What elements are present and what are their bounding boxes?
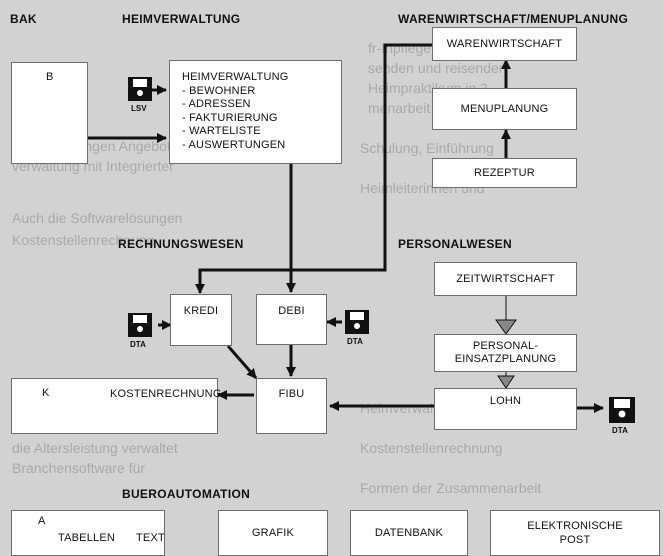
dta-kredi-label: DTA <box>130 340 146 349</box>
bueroautomation-corner-label: A <box>38 515 46 527</box>
heimverwaltung-content: HEIMVERWALTUNG - BEWOHNER - ADRESSEN - F… <box>182 71 289 153</box>
warenwirtschaft-label: WARENWIRTSCHAFT <box>446 38 563 50</box>
fibu-box: FIBU <box>256 378 327 434</box>
personaleinsatzplanung-box: PERSONAL- EINSATZPLANUNG <box>434 334 577 372</box>
dta-debi-label: DTA <box>347 337 363 346</box>
personaleinsatz-label-line1: PERSONAL- <box>472 340 539 352</box>
heim-item-warteliste: - WARTELISTE <box>182 125 261 138</box>
tabellen-box: A TABELLEN TEXT <box>11 510 165 556</box>
hatched-arrows <box>495 296 517 389</box>
heimverwaltung-box-title: HEIMVERWALTUNG <box>182 71 289 83</box>
menuplanung-box: MENUPLANUNG <box>432 88 577 130</box>
datenbank-box: DATENBANK <box>350 510 468 556</box>
elektronische-post-box: ELEKTRONISCHE POST <box>490 510 660 556</box>
bak-box-label: B <box>46 71 54 83</box>
section-title-rechnungswesen: RECHNUNGSWESEN <box>118 237 244 251</box>
section-title-personalwesen: PERSONALWESEN <box>398 237 512 251</box>
dta-kredi-icon-group: DTA <box>128 313 152 353</box>
heim-item-adressen: - ADRESSEN <box>182 98 251 111</box>
menuplanung-label: MENUPLANUNG <box>460 103 549 115</box>
heim-item-auswertungen: - AUSWERTUNGEN <box>182 138 286 151</box>
dta-debi-icon-group: DTA <box>345 310 369 350</box>
elektronische-post-label-line2: POST <box>559 534 591 546</box>
debi-label: DEBI <box>278 305 305 317</box>
debi-box: DEBI <box>256 294 327 345</box>
floppy-disk-icon <box>345 310 369 334</box>
heim-item-bewohner: - BEWOHNER <box>182 84 256 97</box>
zeitwirtschaft-label: ZEITWIRTSCHAFT <box>456 273 555 285</box>
heimverwaltung-box: HEIMVERWALTUNG - BEWOHNER - ADRESSEN - F… <box>169 60 342 164</box>
personaleinsatz-label-line2: EINSATZPLANUNG <box>454 353 557 365</box>
zeitwirtschaft-box: ZEITWIRTSCHAFT <box>434 262 577 296</box>
floppy-disk-icon <box>609 397 635 423</box>
heim-item-fakturierung: - FAKTURIERUNG <box>182 111 278 124</box>
grafik-label: GRAFIK <box>251 527 295 539</box>
line-waren-to-kredi <box>195 43 432 294</box>
arrow-kredi-fibu <box>226 345 258 379</box>
fibu-label: FIBU <box>278 388 305 400</box>
rezeptur-label: REZEPTUR <box>474 167 535 179</box>
section-title-bueroautomation: BUEROAUTOMATION <box>122 487 251 501</box>
elektronische-post-label-line1: ELEKTRONISCHE <box>527 520 623 532</box>
text-label: TEXT <box>136 532 165 544</box>
grafik-box: GRAFIK <box>218 510 328 556</box>
warenwirtschaft-box: WARENWIRTSCHAFT <box>432 27 577 61</box>
rezeptur-box: REZEPTUR <box>432 158 577 188</box>
section-title-heimverwaltung: HEIMVERWALTUNG <box>122 12 241 26</box>
section-title-bak: BAK <box>10 12 37 26</box>
kredi-box: KREDI <box>170 294 232 346</box>
lsv-label: LSV <box>131 104 147 113</box>
kredi-label: KREDI <box>183 305 219 317</box>
lohn-box: LOHN <box>434 388 577 430</box>
dta-lohn-icon-group: DTA <box>609 397 635 439</box>
floppy-disk-icon <box>128 313 152 337</box>
datenbank-label: DATENBANK <box>374 527 444 539</box>
lsv-icon-group: LSV <box>128 77 152 117</box>
floppy-disk-icon <box>128 77 152 101</box>
bak-box: B <box>11 62 88 164</box>
kostenrechnung-label: KOSTENRECHNUNG <box>110 388 222 400</box>
section-title-warenwirtschaft-menuplanung: WARENWIRTSCHAFT/MENUPLANUNG <box>398 12 629 26</box>
lohn-label: LOHN <box>489 395 522 407</box>
kostenrechnung-corner-label: K <box>42 387 50 399</box>
tabellen-label: TABELLEN <box>58 532 116 544</box>
dta-lohn-label: DTA <box>612 426 628 435</box>
kostenrechnung-box: K KOSTENRECHNUNG <box>11 378 221 434</box>
